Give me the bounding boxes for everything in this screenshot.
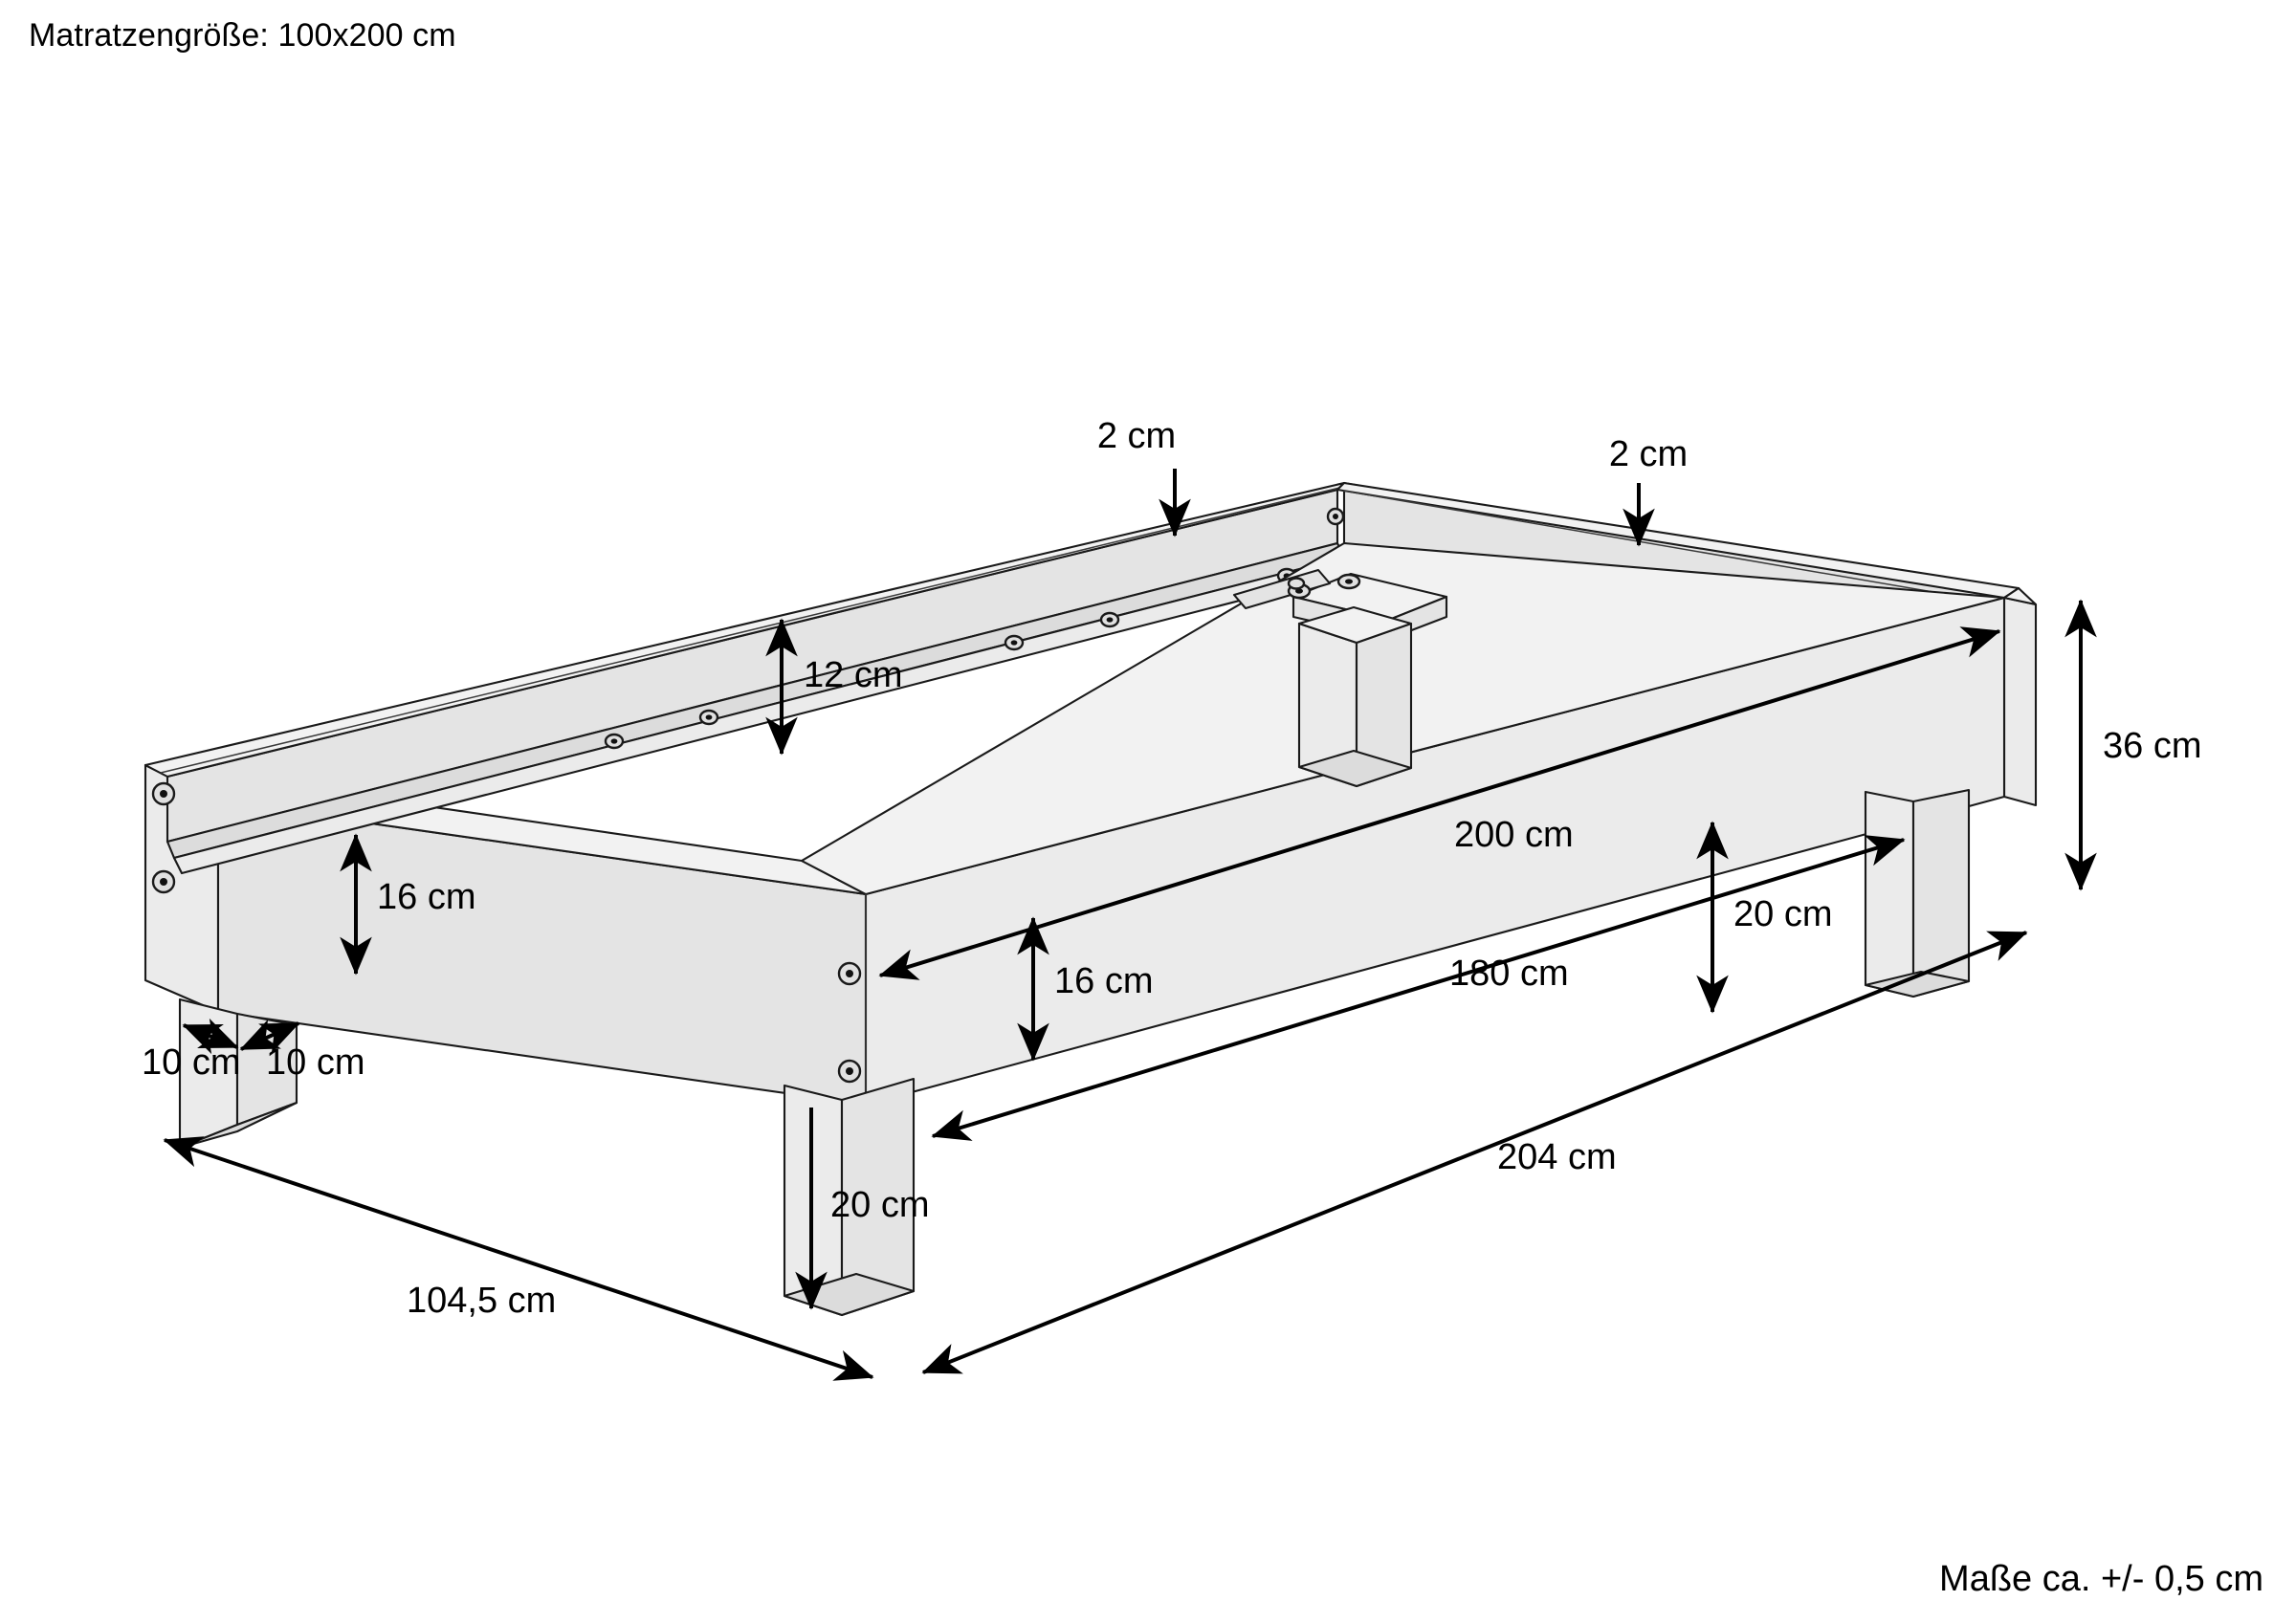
dim-leader-204cm [921,931,2028,1374]
dim-label-20cm-right: 20 cm [1733,894,1832,934]
dim-label-200cm: 200 cm [1454,815,1574,855]
dim-leader-104cm [163,1136,874,1381]
center-bracket-screws [1287,573,1361,600]
dim-label-2cm-left: 2 cm [1097,416,1176,456]
mattress-size-note: Matratzengröße: 100x200 cm [29,17,456,54]
dim-label-16cm-left: 16 cm [377,877,475,917]
far-right-rail-seam [1342,490,2006,605]
dim-label-12cm: 12 cm [804,655,902,695]
back-rail-seam [160,487,1340,774]
dim-label-36cm: 36 cm [2103,726,2201,766]
dim-label-104cm: 104,5 cm [407,1281,556,1321]
right-end-panel-outer-face [2002,596,2038,807]
panel-screws [151,507,1345,1084]
dim-label-10cm-right: 10 cm [266,1042,364,1083]
dim-leader-10cm-right [239,1019,300,1054]
dim-label-20cm-front: 20 cm [830,1185,929,1225]
center-slat-rail-stub [1232,568,1332,610]
dim-label-204cm: 204 cm [1497,1137,1617,1177]
leg-right-front-face [1864,790,1915,998]
dim-label-10cm-left: 10 cm [142,1042,240,1083]
right-end-panel-top-edge [2002,586,2038,606]
dim-leader-10cm-left [182,1018,239,1055]
dim-label-16cm-front: 16 cm [1054,961,1153,1001]
dim-label-180cm: 180 cm [1449,954,1569,994]
dim-label-2cm-right: 2 cm [1609,434,1688,474]
dimension-annotations: 2 cm 2 cm 12 cm 16 cm 16 cm 10 cm 10 cm … [142,416,2201,1381]
tolerance-note: Maße ca. +/- 0,5 cm [1939,1559,2263,1599]
